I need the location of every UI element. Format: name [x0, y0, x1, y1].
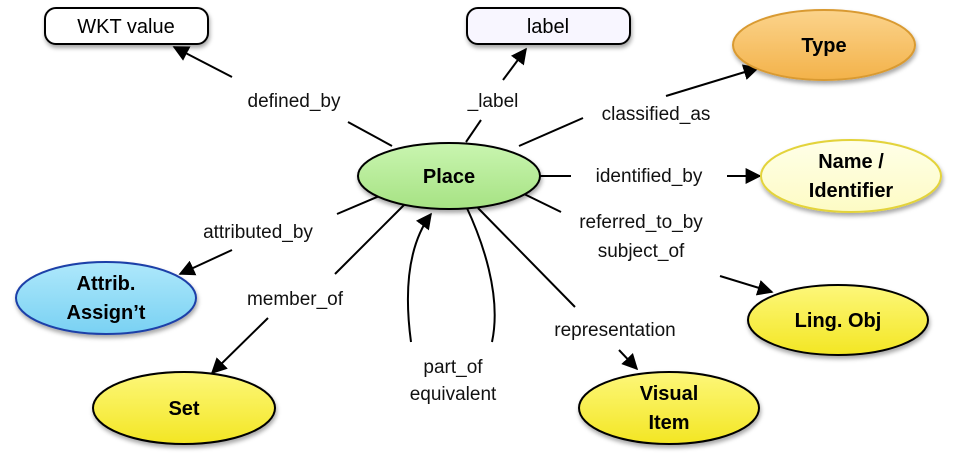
edge-label-equivalent: equivalent — [410, 384, 497, 405]
edge-member-of-upper — [334, 204, 405, 275]
node-name-line1: Name / — [818, 151, 884, 173]
edge-label-label: _label — [467, 91, 519, 112]
edge-referred-to-by-lower — [719, 275, 774, 296]
edge-label-referred-to-by: referred_to_by — [579, 212, 703, 233]
node-place: Place — [357, 142, 541, 210]
edge-member-of-lower — [210, 317, 269, 375]
edge-label-representation: representation — [554, 320, 675, 341]
node-attrib-assignment: Attrib. Assign’t — [15, 261, 197, 335]
edge-label-part-of: part_of — [423, 357, 483, 378]
edge-label-classified-as: classified_as — [602, 104, 711, 125]
node-place-text: Place — [423, 166, 475, 188]
node-attrib-line1: Attrib. — [77, 273, 136, 295]
edge-part-of-loop-left — [406, 212, 432, 343]
edge-attributed-by-upper — [336, 193, 385, 215]
edge-representation-lower — [618, 349, 639, 371]
node-ling-obj: Ling. Obj — [747, 284, 929, 356]
node-ling-obj-text: Ling. Obj — [795, 310, 882, 332]
node-wkt-value-text: WKT value — [77, 16, 174, 38]
edge-label-attributed-by: attributed_by — [203, 222, 313, 243]
node-wkt-value: WKT value — [44, 7, 209, 45]
node-attrib-line2: Assign’t — [67, 302, 146, 324]
edge-classified-as-lower — [518, 117, 584, 147]
node-visual-line2: Item — [648, 412, 689, 434]
node-name-line2: Identifier — [809, 180, 894, 202]
edge-label-defined-by: defined_by — [248, 91, 341, 112]
edge-label-lower — [465, 119, 482, 143]
edge-part-of-loop-right — [465, 205, 496, 343]
node-set-text: Set — [168, 398, 199, 420]
node-name-identifier: Name / Identifier — [760, 139, 942, 213]
edge-classified-as-upper — [665, 64, 760, 97]
edge-defined-by-lower — [347, 121, 393, 147]
edge-representation-upper — [477, 207, 576, 308]
node-type-text: Type — [801, 35, 846, 57]
node-type: Type — [732, 9, 916, 81]
edge-label-identified-by: identified_by — [596, 166, 703, 187]
edge-label-upper — [502, 47, 527, 81]
edge-referred-to-by-upper — [519, 191, 562, 213]
node-label: label — [466, 7, 631, 45]
node-set: Set — [92, 371, 276, 445]
node-label-text: label — [527, 16, 569, 38]
node-visual-line1: Visual — [640, 383, 699, 405]
edge-defined-by-upper — [172, 46, 233, 78]
edge-label-member-of: member_of — [247, 289, 344, 310]
edge-attributed-by-lower — [178, 249, 233, 276]
edge-label-subject-of: subject_of — [598, 241, 685, 262]
node-visual-item: Visual Item — [578, 371, 760, 445]
